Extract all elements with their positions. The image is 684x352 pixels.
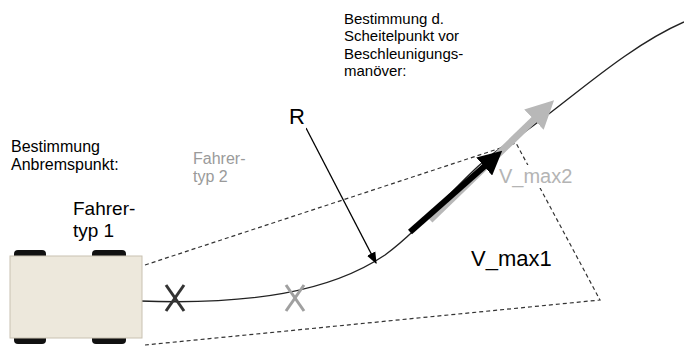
velocity-arrow-1 [410,157,495,232]
annotation-text: Bestimmung d. Scheitelpunkt vor Beschleu… [343,10,495,79]
brake-point-1 [166,285,184,311]
driver-type-label: Fahrer- typ 1 [72,198,146,242]
radius-label: R [288,104,306,129]
car-icon [10,250,142,344]
driver-type-label: Fahrer- typ 2 [192,150,258,187]
velocity-label: V_max1 [470,246,553,271]
brake-point-2 [286,285,304,311]
annotation-text: Bestimmung Anbremspunkt: [10,138,140,175]
velocity-label: V_max2 [498,165,573,188]
radius-leader [306,128,376,263]
view-region [145,143,600,345]
